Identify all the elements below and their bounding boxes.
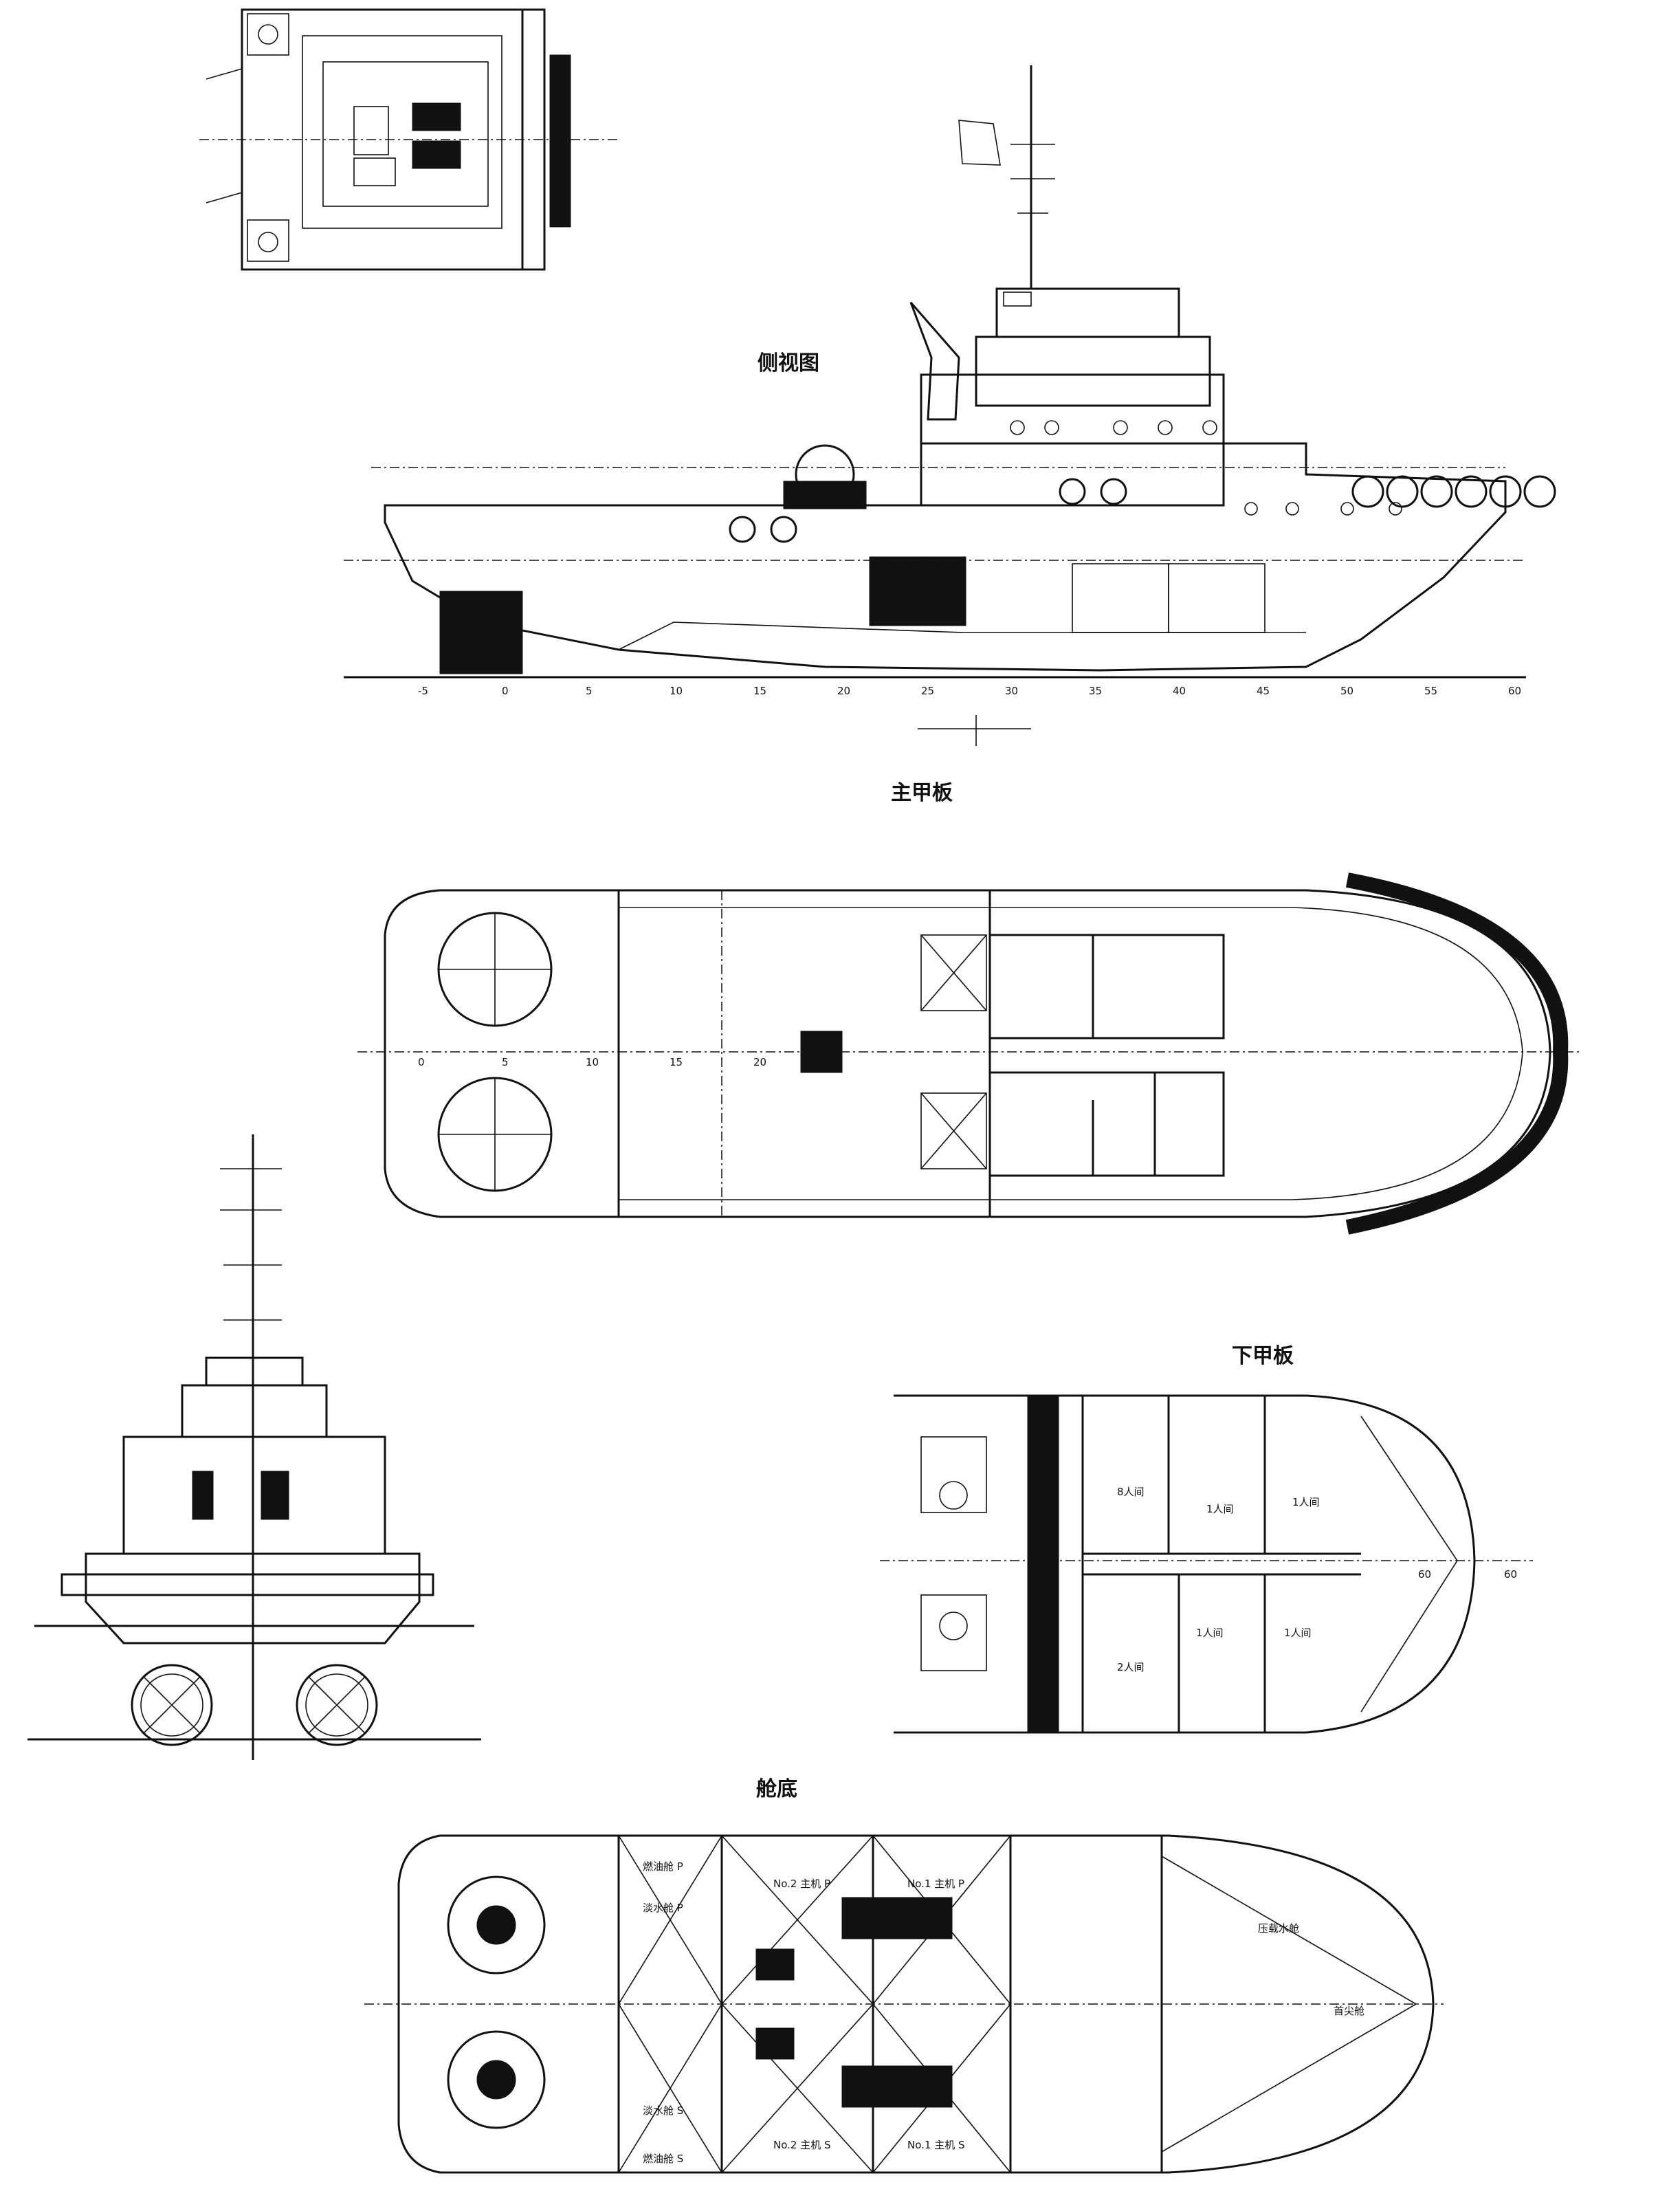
svg-text:20: 20 (837, 685, 850, 697)
main-deck-title: 主甲板 (891, 781, 953, 805)
profile-view: 侧视图 (344, 65, 1556, 746)
svg-text:No.2 主机 S: No.2 主机 S (773, 2139, 831, 2151)
svg-text:35: 35 (1089, 685, 1102, 697)
svg-text:压载水舱: 压载水舱 (1258, 1922, 1299, 1935)
hold-title: 舱底 (756, 1777, 797, 1801)
svg-text:1人间: 1人间 (1284, 1627, 1312, 1639)
svg-text:40: 40 (1173, 685, 1186, 697)
svg-text:15: 15 (670, 1056, 683, 1068)
hold-plan: 舱底 No.2 主机 P No.1 主机 P No.2 主机 S No.1 主机… (364, 1777, 1444, 2174)
svg-text:60: 60 (1508, 685, 1521, 697)
svg-text:5: 5 (502, 1056, 509, 1068)
wheelhouse-top-plan (199, 8, 619, 271)
svg-text:No.1 主机 S: No.1 主机 S (907, 2139, 965, 2151)
svg-text:10: 10 (586, 1056, 599, 1068)
svg-text:1人间: 1人间 (1292, 1496, 1320, 1508)
lower-deck-plan: 下甲板 8人间 1人间 1人间 2人间 1人间 1人间 60 60 (880, 1344, 1533, 1734)
svg-text:燃油舱 S: 燃油舱 S (643, 2153, 683, 2165)
svg-text:50: 50 (1340, 685, 1353, 697)
svg-text:淡水舱 S: 淡水舱 S (643, 2104, 683, 2117)
profile-title: 侧视图 (758, 351, 819, 375)
svg-text:No.2 主机 P: No.2 主机 P (773, 1878, 830, 1890)
svg-text:45: 45 (1257, 685, 1270, 697)
fender-tyres (729, 475, 1556, 543)
svg-text:0: 0 (418, 1056, 425, 1068)
svg-text:5: 5 (586, 685, 593, 697)
svg-text:首尖舱: 首尖舱 (1334, 2005, 1364, 2017)
svg-text:15: 15 (753, 685, 766, 697)
svg-text:10: 10 (670, 685, 683, 697)
svg-text:8人间: 8人间 (1117, 1486, 1145, 1498)
stern-view (27, 1134, 481, 1760)
svg-text:-5: -5 (418, 685, 428, 697)
main-deck-frame-scale: 0 5 10 15 20 (418, 1056, 766, 1068)
svg-text:25: 25 (921, 685, 934, 697)
svg-text:55: 55 (1424, 685, 1437, 697)
svg-text:60: 60 (1418, 1568, 1431, 1581)
svg-text:1人间: 1人间 (1196, 1627, 1224, 1639)
svg-text:No.1 主机 P: No.1 主机 P (907, 1878, 964, 1890)
svg-text:1人间: 1人间 (1206, 1503, 1234, 1515)
profile-frame-scale: -5 0 5 10 15 20 25 30 35 40 45 50 55 60 (418, 685, 1521, 697)
lower-deck-title: 下甲板 (1232, 1344, 1294, 1368)
svg-text:淡水舱 P: 淡水舱 P (643, 1902, 683, 1914)
svg-text:20: 20 (753, 1056, 766, 1068)
svg-text:60: 60 (1504, 1568, 1517, 1581)
svg-text:2人间: 2人间 (1117, 1661, 1145, 1673)
svg-text:燃油舱 P: 燃油舱 P (643, 1860, 683, 1873)
svg-text:30: 30 (1005, 685, 1018, 697)
main-deck-plan: 主甲板 0 5 10 15 20 (357, 781, 1581, 1235)
svg-text:0: 0 (502, 685, 509, 697)
